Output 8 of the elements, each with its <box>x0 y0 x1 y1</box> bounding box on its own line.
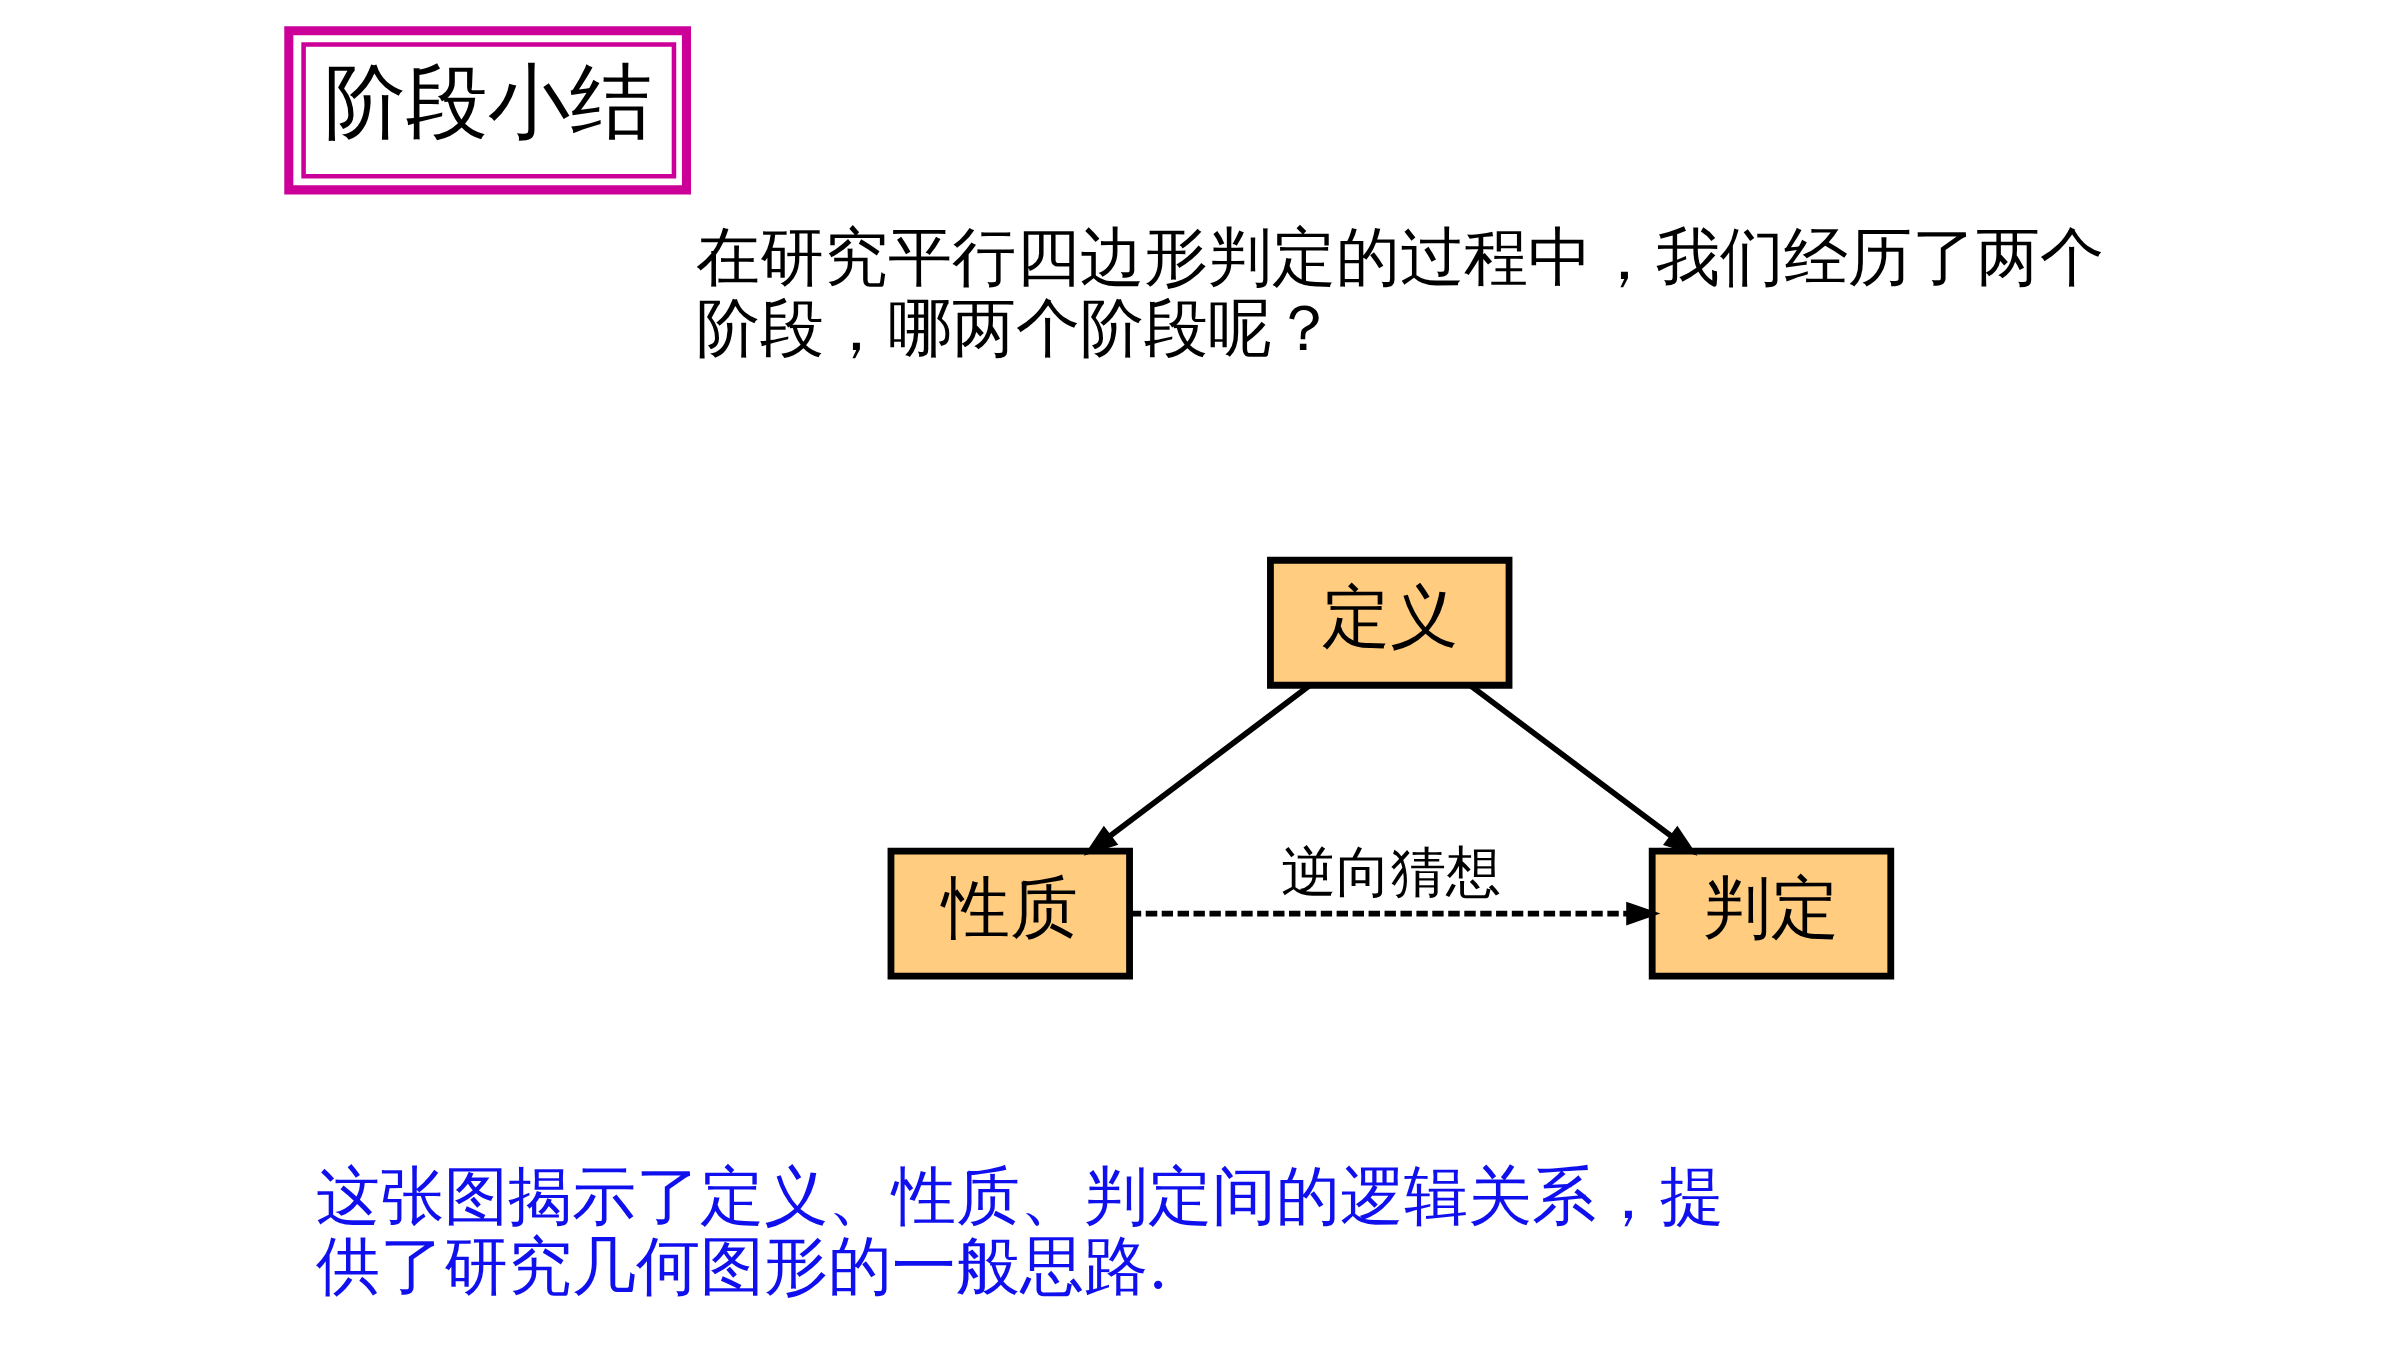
label: 在研究平行四边形判定的过程中，我们经历了两个阶段，哪两个阶段呢？ <box>695 220 2104 365</box>
node-box: 判定 <box>1648 847 1895 980</box>
node-box: 定义 <box>1267 556 1513 689</box>
edge-label: 逆向猜想 <box>1280 840 1501 905</box>
diagram-title: 阶段小结 <box>324 54 653 150</box>
arrow <box>1130 901 1661 926</box>
label: 这张图揭示了定义、性质、判定间的逻辑关系，提供了研究几何图形的一般思路. <box>316 1158 1725 1304</box>
node-box: 性质 <box>887 847 1133 980</box>
